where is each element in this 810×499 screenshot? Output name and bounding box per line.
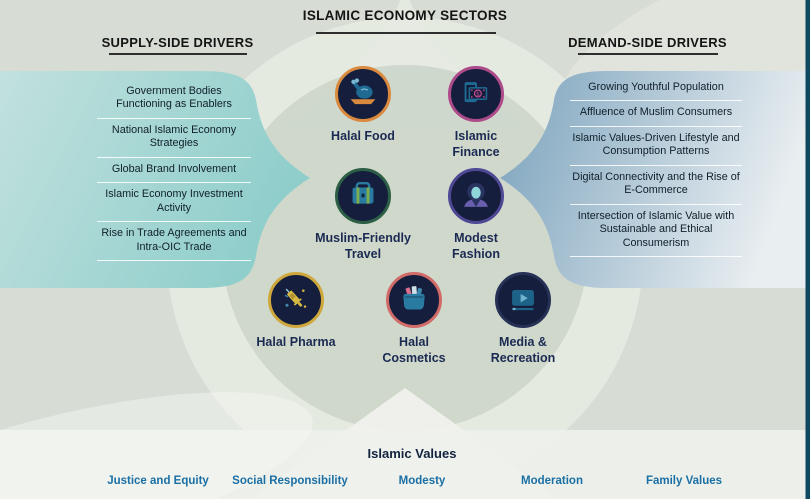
demand-driver-item: Islamic Values-Driven Lifestyle and Cons… — [570, 127, 742, 166]
sector-modest-fashion: Modest Fashion — [416, 168, 536, 262]
demand-driver-item: Digital Connectivity and the Rise of E-C… — [570, 166, 742, 205]
muslim-friendly-travel-icon — [352, 181, 374, 204]
demand-title: DEMAND-SIDE DRIVERS — [568, 35, 727, 50]
supply-panel — [0, 71, 310, 288]
supply-driver-item: Global Brand Involvement — [97, 158, 251, 184]
sector-muslim-friendly-travel: Muslim-Friendly Travel — [303, 168, 423, 262]
supply-driver-item: Government Bodies Functioning as Enabler… — [97, 80, 251, 119]
sector-circle-6 — [495, 272, 551, 328]
sector-circle-5 — [386, 272, 442, 328]
sector-halal-pharma: Halal Pharma — [236, 272, 356, 351]
demand-driver-item: Growing Youthful Population — [570, 76, 742, 102]
supply-driver-list: Government Bodies Functioning as Enabler… — [97, 80, 251, 262]
halal-cosmetics-icon — [403, 286, 425, 310]
right-edge-strip — [805, 0, 810, 499]
sector-media-recreation: Media & Recreation — [463, 272, 583, 366]
supply-driver-item: Rise in Trade Agreements and Intra-OIC T… — [97, 222, 251, 262]
supply-driver-item: National Islamic Economy Strategies — [97, 119, 251, 158]
sector-label: Modest Fashion — [452, 231, 500, 261]
center-title: ISLAMIC ECONOMY SECTORS — [302, 8, 508, 23]
sector-circle-2 — [335, 168, 391, 224]
sector-label: Halal Cosmetics — [382, 335, 446, 365]
demand-panel — [500, 71, 810, 288]
value-item: Moderation — [521, 475, 583, 487]
sector-label: Islamic Finance — [452, 129, 500, 159]
sector-label: Muslim-Friendly Travel — [315, 231, 411, 261]
bottom-bowl — [222, 65, 588, 431]
value-item: Family Values — [645, 475, 723, 487]
sector-circle-4 — [268, 272, 324, 328]
sector-label: Halal Pharma — [256, 335, 336, 349]
demand-driver-item: Affluence of Muslim Consumers — [570, 101, 742, 127]
center-title-underline — [316, 32, 496, 34]
bottom-left-sheen — [0, 392, 313, 499]
modest-fashion-icon — [464, 182, 488, 207]
center-drop-body — [167, 17, 643, 493]
value-item: Social Responsibility — [232, 475, 348, 487]
sector-label: Halal Food — [331, 129, 395, 143]
value-item: Justice and Equity — [107, 475, 209, 487]
demand-driver-item: Intersection of Islamic Value with Susta… — [570, 205, 742, 258]
halal-food-icon — [350, 78, 376, 105]
demand-title-underline — [578, 53, 718, 55]
svg-text:$: $ — [476, 91, 480, 98]
supply-title: SUPPLY-SIDE DRIVERS — [101, 35, 254, 50]
sector-label: Media & Recreation — [490, 335, 556, 365]
sector-halal-cosmetics: Halal Cosmetics — [354, 272, 474, 366]
supply-title-underline — [109, 53, 247, 55]
halal-pharma-icon — [284, 288, 307, 308]
sector-circle-1: $ — [448, 66, 504, 122]
islamic-values-title: Islamic Values — [367, 446, 457, 461]
sector-circle-3 — [448, 168, 504, 224]
supply-driver-item: Islamic Economy Investment Activity — [97, 183, 251, 223]
sector-islamic-finance: $ Islamic Finance — [416, 66, 536, 160]
islamic-finance-icon: $ — [464, 82, 488, 103]
value-item: Modesty — [398, 475, 446, 487]
sector-circle-0 — [335, 66, 391, 122]
demand-driver-list: Growing Youthful Population Affluence of… — [570, 76, 742, 258]
media-recreation-icon — [512, 290, 534, 311]
sector-halal-food: Halal Food — [303, 66, 423, 145]
